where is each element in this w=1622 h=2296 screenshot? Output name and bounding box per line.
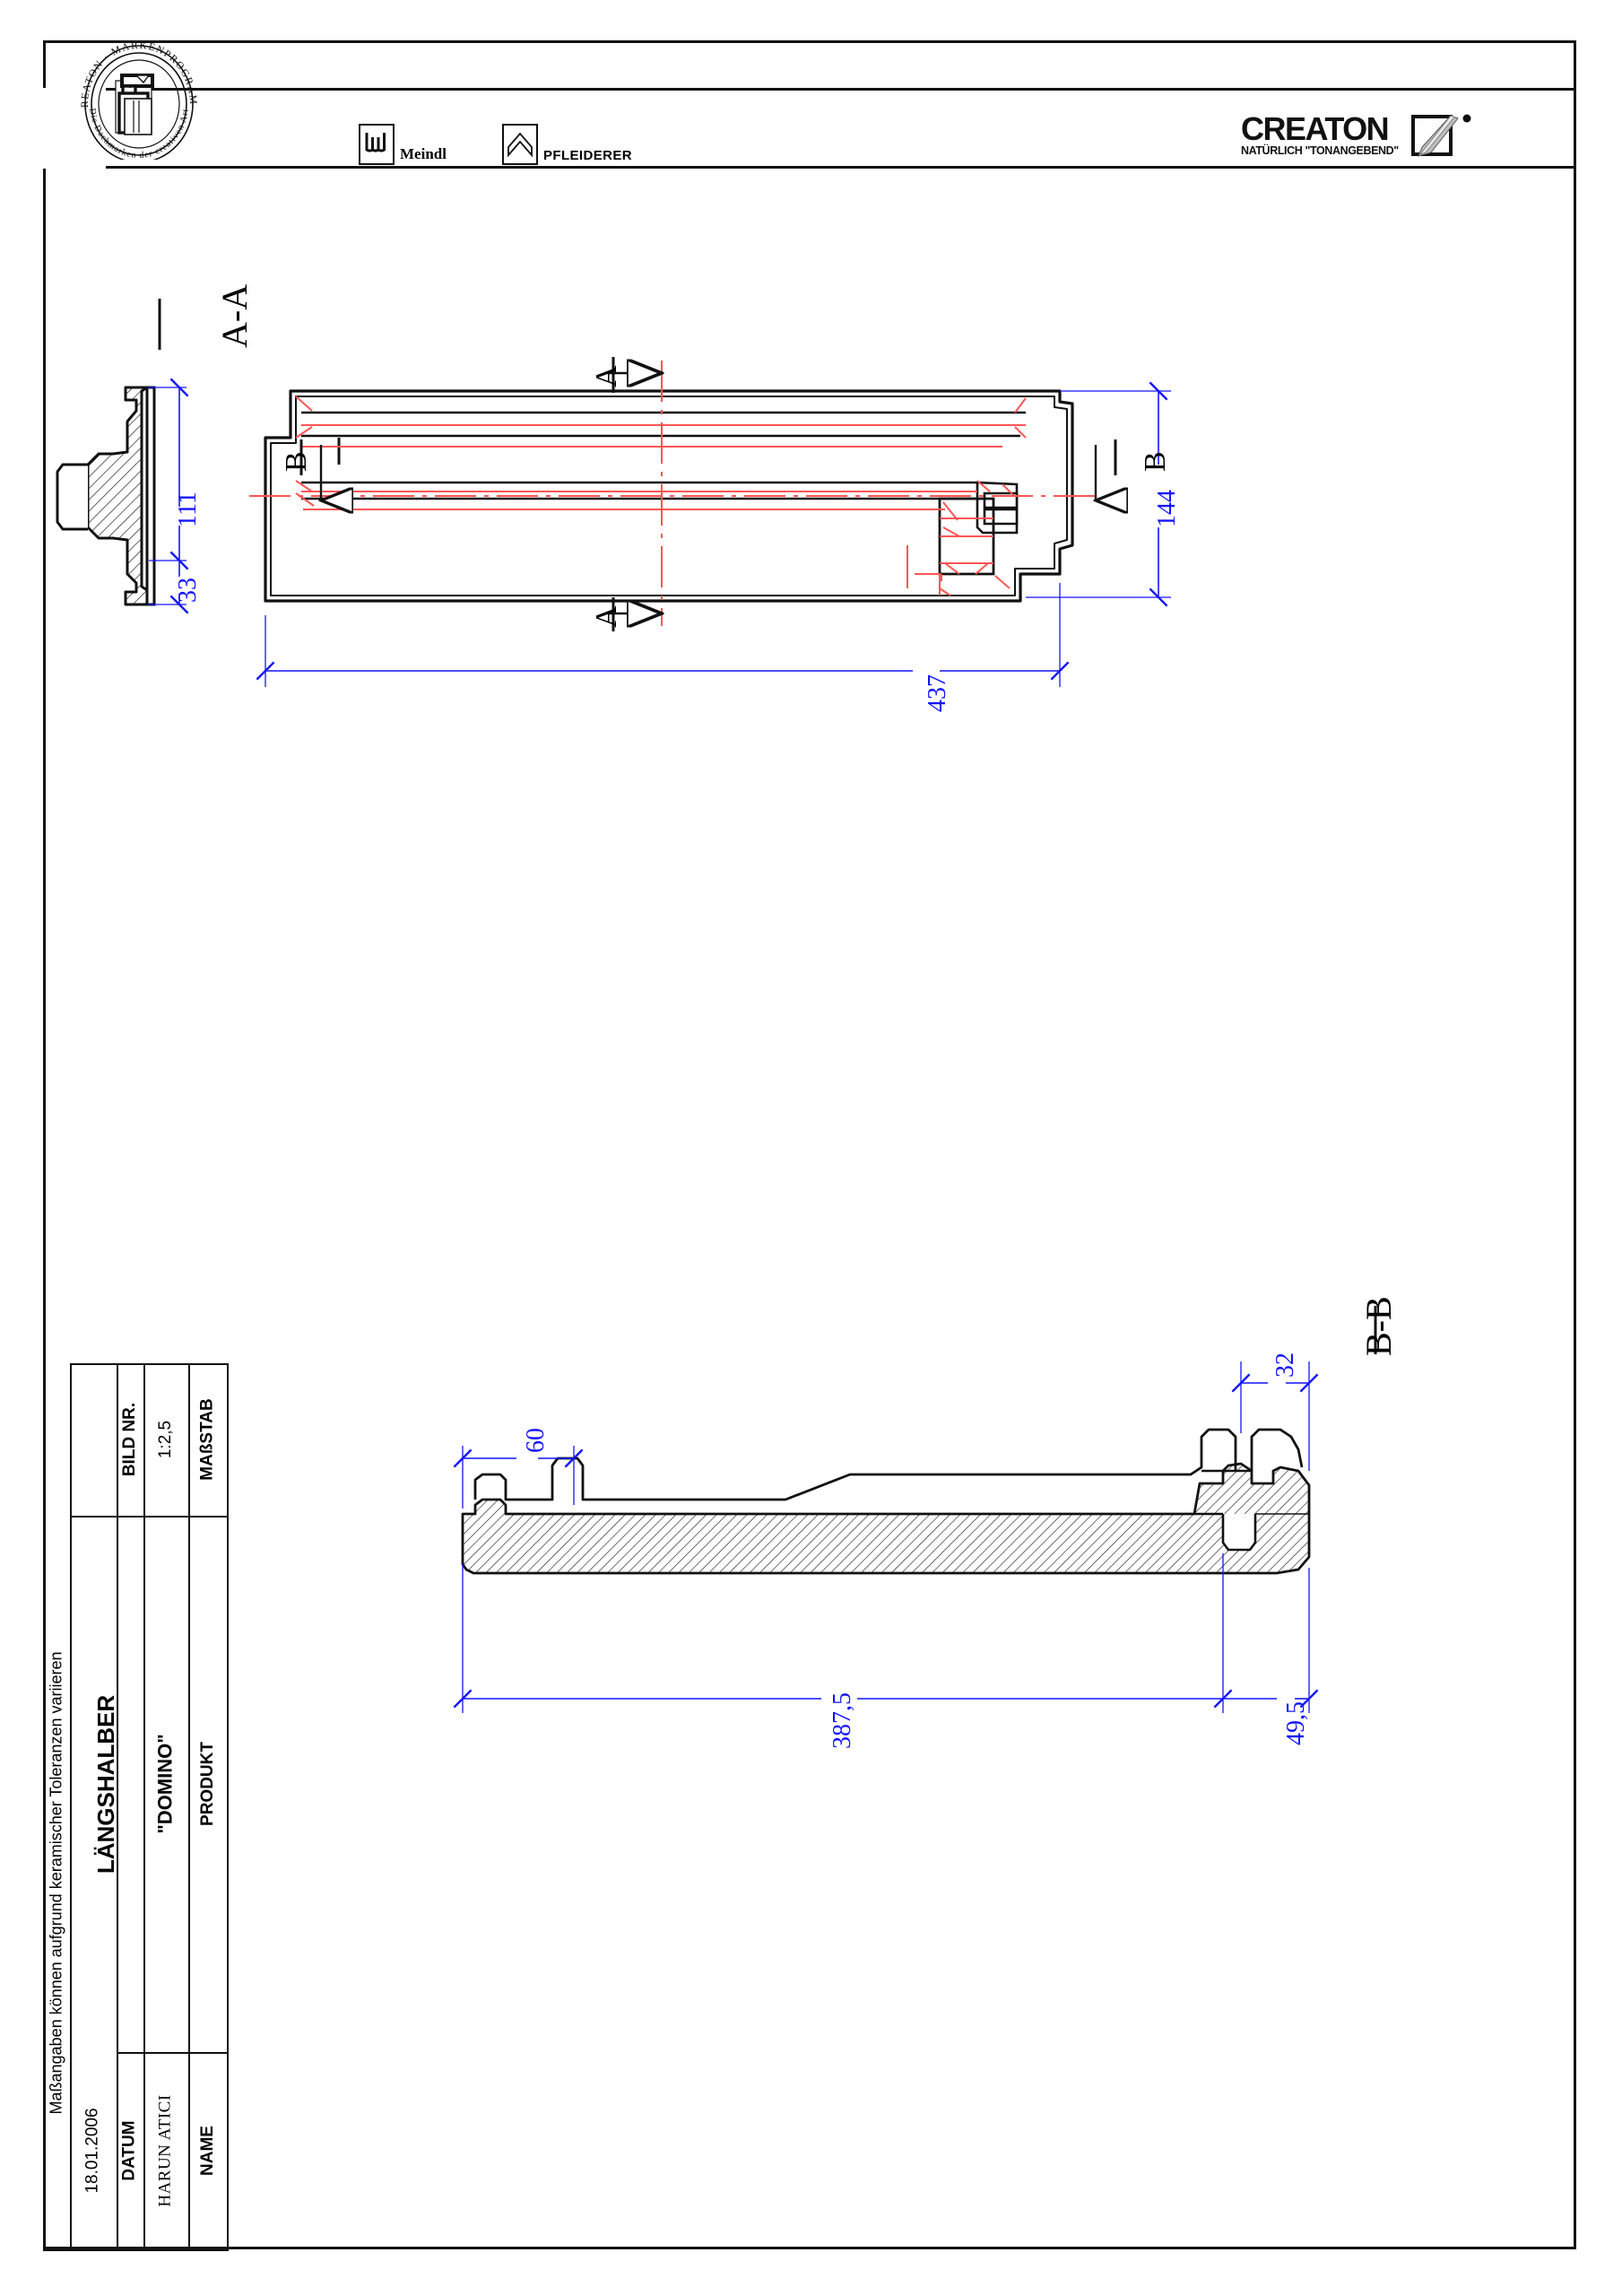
section-mark-b-left <box>299 439 321 500</box>
centerline <box>249 361 1101 626</box>
dim-111: 111 <box>174 491 202 527</box>
title-block-divider-c <box>117 2052 227 2054</box>
creaton-markenprogramm-stamp-icon: CREATON · MARKENPROGRAMM Die Dachmarken … <box>72 34 206 160</box>
drawing-canvas: A-A 111 33 A A B B 437 144 B-B 60 387,5 … <box>43 169 1576 2249</box>
section-mark-b-right <box>1096 439 1115 500</box>
creaton-wordmark: CREATON <box>1241 110 1388 147</box>
plan-view-geometry <box>249 357 1171 687</box>
title-block-edge-top <box>70 1363 227 1365</box>
tolerance-note: Maßangaben können aufgrund keramischer T… <box>47 1651 65 2114</box>
partner-label-pfleiderer: PFLEIDERER <box>543 148 633 163</box>
title-block-rule-0 <box>43 1363 45 2249</box>
value-massstab: 1:2,5 <box>155 1420 175 1459</box>
dim-60: 60 <box>522 1428 550 1453</box>
title-block-rule-3 <box>143 1363 145 2249</box>
technical-drawing-svg <box>56 299 1377 1713</box>
section-aa-label: A-A <box>214 283 255 348</box>
title-block: MAßSTAB PRODUKT NAME 1:2,5 "DOMINO" HARU… <box>43 1363 229 2251</box>
label-produkt: PRODUKT <box>197 1742 217 1826</box>
dim-437: 437 <box>924 674 951 712</box>
creaton-brand-logo: CREATON NATÜRLICH "TONANGEBEND" <box>1228 108 1497 163</box>
value-bild-nr <box>70 1363 117 1516</box>
section-mark-a-top <box>608 357 662 393</box>
partner-logo-meindl: Meindl <box>359 124 447 165</box>
dim-49-5: 49,5 <box>1282 1701 1310 1745</box>
title-block-divider-a <box>117 1516 227 1518</box>
header-band-notch <box>43 88 106 169</box>
meindl-m-icon <box>359 124 395 165</box>
dim-32: 32 <box>1271 1352 1299 1378</box>
label-bild-nr: BILD NR. <box>120 1402 140 1477</box>
title-block-rule-2 <box>117 1363 118 2249</box>
dim-144: 144 <box>1153 490 1181 527</box>
dim-33: 33 <box>174 578 202 603</box>
section-mark-label-b-left: B <box>280 451 313 472</box>
title-block-rule-4 <box>188 1363 190 2249</box>
title-block-edge-bottom <box>43 2249 229 2251</box>
section-bb-label: B-B <box>1358 1296 1399 1356</box>
section-mark-label-b-right: B <box>1139 451 1172 472</box>
label-name: NAME <box>197 2126 217 2176</box>
dim-387-5: 387,5 <box>828 1692 856 1749</box>
label-massstab: MAßSTAB <box>197 1398 217 1481</box>
value-produkt: "DOMINO" <box>154 1734 177 1834</box>
section-mark-label-a-bottom: A <box>590 605 623 628</box>
partner-label-meindl: Meindl <box>400 145 447 162</box>
value-datum: 18.01.2006 <box>83 2108 102 2194</box>
creaton-tagline: NATÜRLICH "TONANGEBEND" <box>1241 144 1399 157</box>
section-aa-geometry <box>56 299 189 614</box>
value-produkt-type: LÄNGSHALBER <box>92 1694 120 1874</box>
section-bb-geometry <box>453 1306 1377 1713</box>
section-mark-a-bottom <box>608 597 662 631</box>
section-mark-label-a-top: A <box>590 365 623 387</box>
title-block-divider-b <box>70 1516 117 1518</box>
title-block-rule-5 <box>227 1363 229 2249</box>
label-datum: DATUM <box>120 2120 139 2181</box>
partner-logo-pfleiderer: PFLEIDERER <box>502 124 632 165</box>
value-name: HARUN ATICI <box>156 2094 175 2207</box>
header-band <box>43 88 1576 169</box>
pfleiderer-chevron-icon <box>502 124 538 165</box>
title-block-rule-1 <box>70 1363 72 2249</box>
